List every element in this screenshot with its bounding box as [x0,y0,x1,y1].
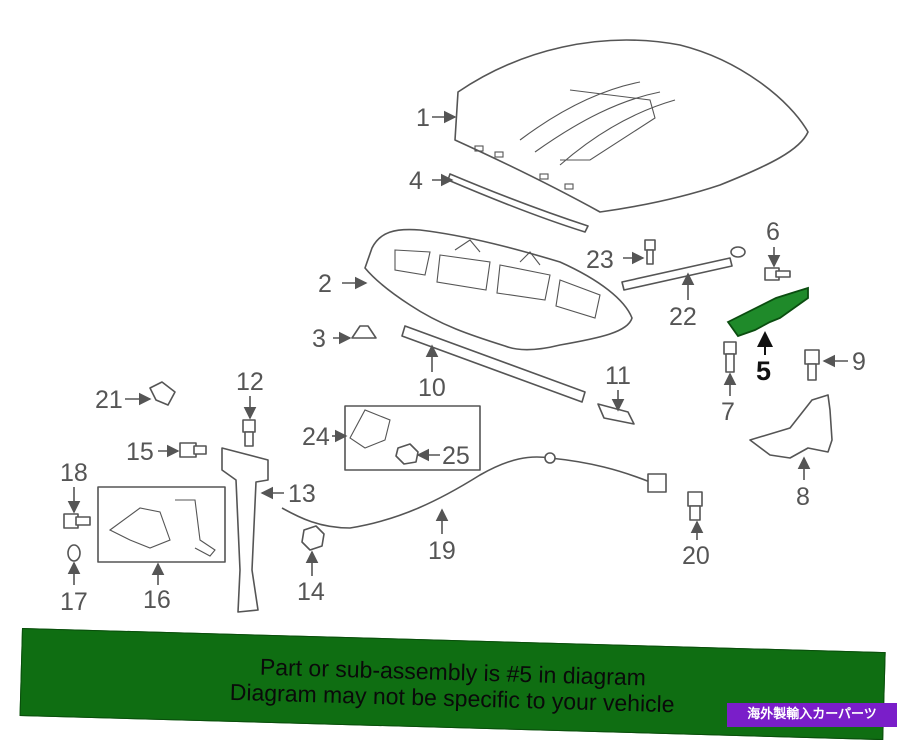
callout-13: 13 [288,480,316,508]
latch-box-part-16 [97,486,226,563]
bolt-part-15 [179,442,207,458]
callout-11: 11 [605,362,631,390]
callout-14: 14 [297,578,325,606]
latch-support-part-13 [221,447,269,613]
callout-4: 4 [409,167,423,195]
callout-20: 20 [682,542,710,570]
shop-badge: 海外製輸入カーパーツ [727,703,897,727]
callout-2: 2 [318,270,332,298]
strut-part-22 [621,246,746,291]
hinge-bracket-part-5-highlighted [726,286,809,338]
latch-bracket-part-21 [149,381,176,406]
callout-17: 17 [60,588,88,616]
callout-12: 12 [236,368,264,396]
callout-6: 6 [766,218,780,246]
callout-21: 21 [95,386,123,414]
callout-24: 24 [302,423,330,451]
bolt-part-12 [242,419,256,447]
bolt-part-20 [687,491,703,521]
ring-part-17 [67,544,81,562]
nut-part-25 [395,443,419,465]
seal-strip-part-10 [401,325,586,403]
bracket-part-11 [597,403,635,425]
callout-3: 3 [312,325,326,353]
callout-leaders [67,110,848,585]
clip-part-3 [351,325,377,339]
insulator-part-2 [364,228,633,351]
callout-19: 19 [428,537,456,565]
callout-25: 25 [442,442,470,470]
callout-22: 22 [669,303,697,331]
hood-part-1 [454,39,809,213]
callout-10: 10 [418,374,446,402]
bolt-part-7 [723,341,737,373]
callout-8: 8 [796,483,810,511]
callout-1: 1 [416,104,430,132]
callout-5: 5 [756,356,771,386]
release-cable-part-19 [281,452,667,529]
callout-15: 15 [126,438,154,466]
bolt-part-6 [764,267,791,281]
hinge-part-8 [749,394,833,459]
callout-9: 9 [852,348,866,376]
callout-23: 23 [586,246,614,274]
callout-18: 18 [60,459,88,487]
bolt-part-18 [63,513,91,529]
nut-part-14 [301,525,325,551]
bolt-part-9 [804,349,820,381]
callout-16: 16 [143,586,171,614]
stud-part-23 [644,239,656,265]
callout-7: 7 [721,398,735,426]
seal-part-4 [447,173,589,233]
